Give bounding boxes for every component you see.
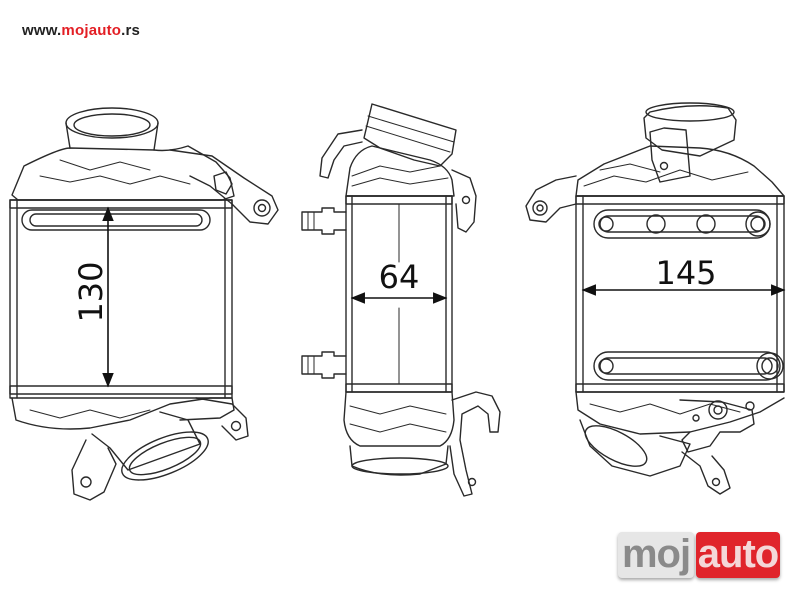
rear-top-tab — [649, 127, 691, 183]
rear-bottom-foot — [681, 451, 731, 495]
front-top-tank-ribs — [39, 159, 191, 185]
front-top-slot-inner — [29, 213, 203, 227]
rear-lower-bracket-hole — [745, 401, 755, 411]
site-url[interactable]: www.mojauto.rs — [22, 22, 140, 39]
rear-top-slot-boss-3 — [696, 214, 716, 234]
rear-bottom-slot — [593, 351, 781, 381]
side-lower-bracket-hole — [467, 477, 477, 487]
rear-bottom-slot-boss-left — [598, 358, 614, 374]
rear-top-tab-hole — [659, 161, 669, 171]
side-lower-connector-ribs — [307, 355, 315, 375]
rear-left-bracket-hole — [532, 200, 548, 216]
rear-top-slot-boss-2 — [646, 214, 666, 234]
front-bottom-outlet-rim — [121, 431, 209, 481]
front-top-bracket-clip — [213, 171, 233, 195]
side-bottom-pipe-rim — [351, 457, 449, 475]
mojauto-logo: moj auto — [618, 532, 780, 580]
side-upper-connector-ribs — [307, 211, 315, 231]
side-bottom-tank-ribs — [349, 405, 447, 433]
side-lower-connector — [301, 351, 347, 379]
rear-top-slot — [593, 209, 771, 239]
front-bottom-bracket — [195, 397, 249, 441]
rear-bottom-slot-boss-right — [756, 352, 784, 380]
front-view — [9, 107, 279, 501]
rear-left-bracket-hole-inner — [536, 204, 544, 212]
rear-bottom-outlet — [579, 419, 691, 477]
rear-core — [575, 195, 785, 393]
rear-bottom-slot-inner — [599, 357, 773, 375]
front-top-bracket — [169, 149, 279, 225]
rear-bottom-outlet-rim — [584, 425, 648, 467]
front-top-inlet-inner — [73, 113, 151, 137]
front-lower-left-bracket-hole — [80, 476, 92, 488]
rear-bottom-tank — [575, 391, 785, 435]
depth-dimension-label: 64 — [379, 258, 420, 296]
side-core-bottom-plate — [345, 383, 453, 393]
front-top-bracket-hole-inner — [257, 203, 267, 213]
front-bottom-tank-ribs — [29, 409, 151, 419]
side-upper-connector — [301, 207, 347, 235]
side-lower-bracket — [449, 391, 501, 497]
side-top-pipe — [363, 103, 457, 167]
front-bottom-bracket-hole — [230, 420, 242, 432]
rear-lower-bracket-boss — [708, 400, 728, 420]
rear-core-top-plate — [575, 195, 785, 205]
rear-lower-bracket — [679, 399, 755, 453]
rear-top-pipe-rim — [645, 102, 735, 122]
side-top-bracket — [319, 129, 363, 179]
front-core-bottom-plate — [9, 385, 233, 395]
front-top-bracket-hole — [253, 199, 271, 217]
side-top-pipe-rings — [365, 115, 455, 153]
rear-top-tank — [575, 145, 785, 197]
front-core-top-plate — [9, 199, 233, 209]
front-bottom-outlet-pipe — [91, 411, 201, 471]
front-top-inlet-rim — [65, 107, 159, 139]
side-bottom-tank — [343, 391, 455, 447]
width-dimension-label: 145 — [655, 254, 716, 292]
site-url-brand: mojauto — [61, 22, 122, 39]
rear-bottom-tank-ribs — [589, 403, 741, 415]
side-top-tank — [345, 145, 455, 197]
logo-part-auto: auto — [696, 532, 780, 578]
rear-top-slot-boss-1 — [598, 216, 614, 232]
front-top-tank — [11, 145, 235, 201]
site-url-suffix: .rs — [121, 22, 141, 39]
rear-top-pipe — [643, 105, 737, 157]
front-top-slot — [21, 209, 211, 231]
rear-bottom-slot-boss-right-inner — [761, 357, 779, 375]
logo-part-moj: moj — [618, 532, 694, 578]
site-url-prefix: www. — [22, 22, 62, 39]
rear-top-slot-boss-4-inner — [750, 216, 766, 232]
front-bottom-outlet-inner — [128, 436, 202, 476]
rear-top-slot-boss-4 — [745, 211, 771, 237]
side-core-top-plate — [345, 195, 453, 205]
front-bottom-tank — [11, 397, 235, 430]
rear-bottom-foot-hole — [711, 477, 721, 487]
rear-lower-bracket-hole-2 — [692, 414, 700, 422]
front-top-inlet-neck — [65, 122, 159, 151]
rear-core-bottom-plate — [575, 383, 785, 393]
side-view — [301, 103, 501, 497]
rear-top-tank-ribs — [583, 163, 749, 187]
rear-lower-bracket-boss-inner — [713, 405, 723, 415]
front-lower-left-bracket — [71, 439, 117, 501]
rear-left-bracket — [525, 175, 577, 223]
rear-top-slot-inner — [599, 215, 765, 233]
side-right-top-clip-hole — [461, 195, 471, 205]
side-top-tank-ribs — [351, 165, 449, 187]
height-dimension-label: 130 — [72, 261, 110, 322]
rear-view — [525, 102, 786, 495]
side-right-top-clip — [451, 169, 477, 233]
